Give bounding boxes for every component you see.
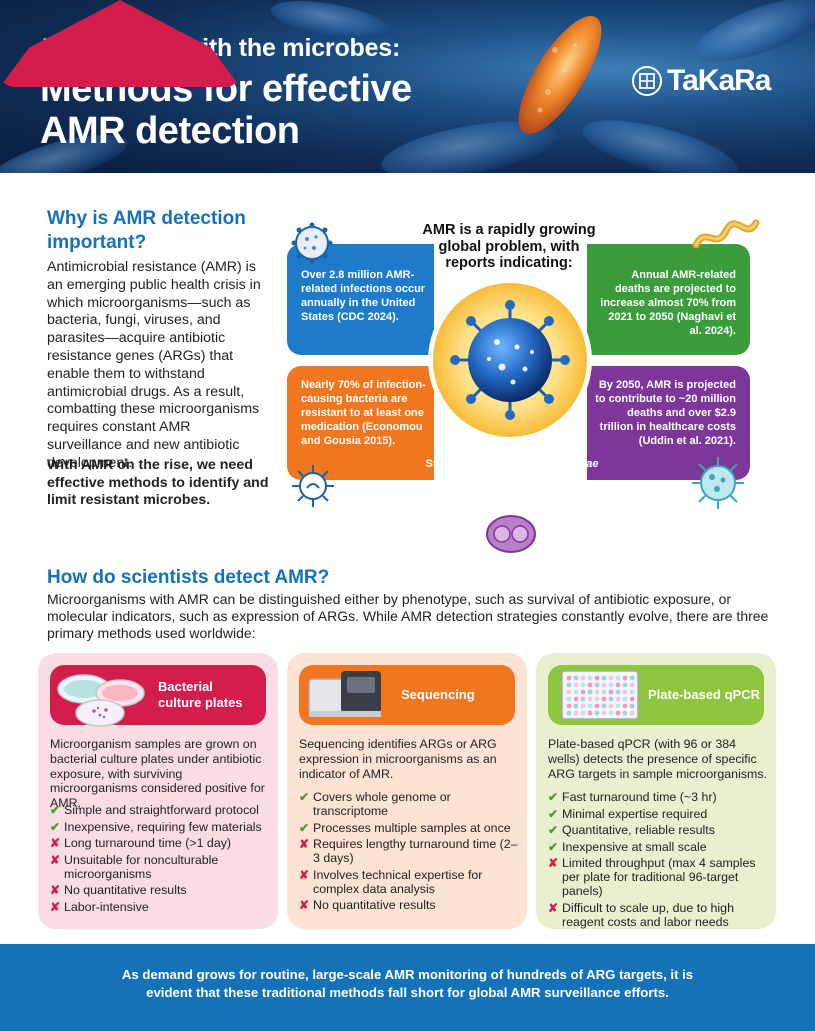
why-section-emphasis: With AMR on the rise, we need effective … <box>47 457 269 508</box>
card-header: Bacterial culture plates <box>50 665 266 727</box>
list-item-text: Long turnaround time (>1 day) <box>64 836 232 851</box>
cross-icon: ✘ <box>299 898 310 913</box>
card-description: Plate-based qPCR (with 96 or 384 wells) … <box>548 737 767 781</box>
footer-text: As demand grows for routine, large-scale… <box>121 967 694 1000</box>
method-card-qpcr: Plate-based qPCR Plate-based qPCR (with … <box>536 653 776 929</box>
stat-panel-deaths-increase: Annual AMR-related deaths are projected … <box>587 244 750 355</box>
list-item-text: Labor-intensive <box>64 899 149 914</box>
list-item: ✘Limited throughput (max 4 samples per p… <box>548 856 770 898</box>
fungus-icon <box>692 219 760 249</box>
pros-cons-list: ✔Simple and straightforward protocol✔Ine… <box>50 803 272 917</box>
card-header: Plate-based qPCR <box>548 665 764 725</box>
list-item-text: Minimal expertise required <box>562 806 708 821</box>
list-item: ✔Fast turnaround time (~3 hr) <box>548 790 770 804</box>
list-item-text: Fast turnaround time (~3 hr) <box>562 790 717 804</box>
list-item: ✘Difficult to scale up, due to high reag… <box>548 901 770 929</box>
pros-cons-list: ✔Covers whole genome or transcriptome✔Pr… <box>299 790 521 915</box>
method-card-sequencing: Sequencing Sequencing identifies ARGs or… <box>287 653 527 929</box>
list-item-text: Covers whole genome or transcriptome <box>313 790 451 818</box>
list-item-text: Inexpensive at small scale <box>562 839 707 854</box>
stat-text: Nearly 70% of infection-causing bacteria… <box>301 379 426 447</box>
microbe-background-image <box>0 0 815 173</box>
list-item-text: Difficult to scale up, due to high reage… <box>562 900 734 929</box>
stat-text-gonorrhoeae: Strains of Neisseria gonorrhoeae are res… <box>425 458 599 511</box>
stat-panel-infections: Over 2.8 million AMR-related infections … <box>287 244 434 355</box>
cross-icon: ✘ <box>50 852 61 867</box>
cross-icon: ✘ <box>50 836 61 851</box>
list-item: ✘Labor-intensive <box>50 900 272 914</box>
stat-panel-2050-projection: By 2050, AMR is projected to contribute … <box>587 366 750 480</box>
check-icon: ✔ <box>50 819 61 834</box>
check-icon: ✔ <box>299 820 310 835</box>
sequencer-icon <box>308 671 381 717</box>
list-item: ✔Quantitative, reliable results <box>548 823 770 837</box>
list-item-text: Quantitative, reliable results <box>562 823 715 838</box>
why-section-body: Antimicrobial resistance (AMR) is an eme… <box>47 259 261 471</box>
list-item: ✔Simple and straightforward protocol <box>50 803 272 817</box>
virus-icon <box>291 222 333 264</box>
list-item-text: Inexpensive, requiring few materials <box>64 819 262 834</box>
list-item: ✘No quantitative results <box>299 898 521 912</box>
list-item: ✔Inexpensive at small scale <box>548 840 770 854</box>
list-item-text: Requires lengthy turnaround time (2–3 da… <box>313 837 518 866</box>
list-item: ✔Processes multiple samples at once <box>299 821 521 835</box>
logo-text: TaKaRa <box>667 64 771 97</box>
method-card-culture-plates: Bacterial culture plates Microorganism s… <box>38 653 278 929</box>
list-item-text: Involves technical expertise for complex… <box>313 867 483 896</box>
coronavirus-icon <box>450 300 570 420</box>
check-icon: ✔ <box>548 823 559 838</box>
cross-icon: ✘ <box>50 883 61 898</box>
footer-bar <box>0 944 815 1031</box>
list-item-text: Unsuitable for nonculturable microorgani… <box>64 852 219 881</box>
check-icon: ✔ <box>299 790 310 804</box>
card-title: Sequencing <box>401 687 475 702</box>
parasite-icon <box>692 457 744 509</box>
stat-text: By 2050, AMR is projected to contribute … <box>595 379 736 447</box>
list-item: ✔Covers whole genome or transcriptome <box>299 790 521 818</box>
pros-cons-list: ✔Fast turnaround time (~3 hr)✔Minimal ex… <box>548 790 770 932</box>
list-item: ✘Long turnaround time (>1 day) <box>50 836 272 850</box>
diplococcus-icon <box>486 515 536 553</box>
card-description: Microorganism samples are grown on bacte… <box>50 737 265 811</box>
takara-logo-icon <box>632 66 662 96</box>
list-item: ✘Involves technical expertise for comple… <box>299 868 521 896</box>
infographic-title: AMR is a rapidly growing global problem,… <box>422 222 596 271</box>
list-item: ✘Requires lengthy turnaround time (2–3 d… <box>299 837 521 865</box>
cross-icon: ✘ <box>50 899 61 914</box>
list-item-text: No quantitative results <box>313 898 436 913</box>
stat-text: Annual AMR-related deaths are projected … <box>600 269 736 337</box>
check-icon: ✔ <box>548 806 559 821</box>
check-icon: ✔ <box>50 803 61 817</box>
list-item-text: No quantitative results <box>64 883 187 898</box>
card-title: Plate-based qPCR <box>648 687 760 702</box>
card-title: Bacterial culture plates <box>158 679 243 710</box>
cross-icon: ✘ <box>299 837 310 852</box>
cross-icon: ✘ <box>548 900 559 915</box>
stat-panel-resistant-bacteria: Nearly 70% of infection-causing bacteria… <box>287 366 434 480</box>
well-plate-icon <box>561 670 639 720</box>
how-section-body: Microorganisms with AMR can be distingui… <box>47 591 769 641</box>
petri-dish-icon <box>57 674 145 727</box>
list-item-text: Limited throughput (max 4 samples per pl… <box>562 856 756 899</box>
how-section-title: How do scientists detect AMR? <box>47 567 330 588</box>
bacteria-icon <box>292 465 334 507</box>
list-item-text: Processes multiple samples at once <box>313 820 511 835</box>
list-item: ✘No quantitative results <box>50 883 272 897</box>
list-item: ✘Unsuitable for nonculturable microorgan… <box>50 853 272 881</box>
cross-icon: ✘ <box>299 867 310 882</box>
list-item-text: Simple and straightforward protocol <box>64 803 259 817</box>
card-header: Sequencing <box>299 665 515 725</box>
cross-icon: ✘ <box>548 856 559 871</box>
list-item: ✔Inexpensive, requiring few materials <box>50 820 272 834</box>
why-section-title: Why is AMR detection important? <box>47 208 246 253</box>
takara-logo: TaKaRa <box>632 64 771 98</box>
check-icon: ✔ <box>548 839 559 854</box>
card-description: Sequencing identifies ARGs or ARG expres… <box>299 737 497 781</box>
stat-text: Over 2.8 million AMR-related infections … <box>301 269 426 323</box>
list-item: ✔Minimal expertise required <box>548 807 770 821</box>
check-icon: ✔ <box>548 790 559 804</box>
